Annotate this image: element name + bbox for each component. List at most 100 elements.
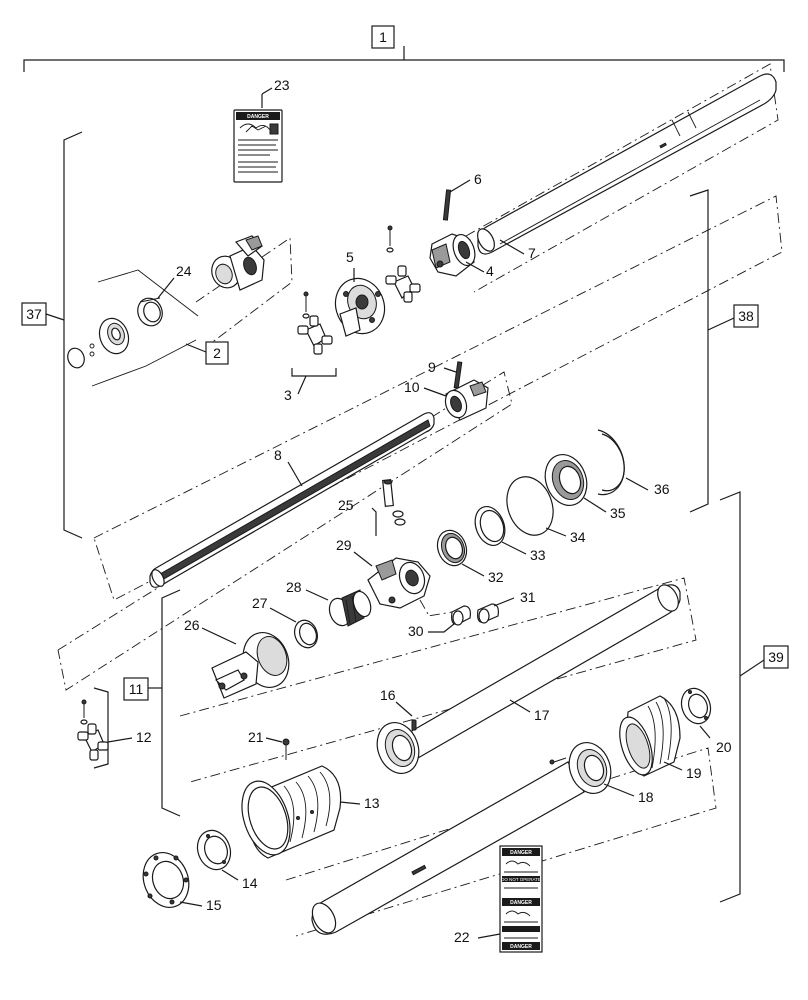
bearing-ring-16[interactable]	[370, 717, 425, 780]
callout-31[interactable]: 31	[493, 589, 536, 607]
snap-ring[interactable]	[65, 343, 95, 370]
guard-tube-22[interactable]	[308, 761, 585, 937]
callout-7[interactable]: 7	[499, 239, 536, 261]
callout-32[interactable]: 32	[461, 563, 504, 585]
shaft-8[interactable]	[149, 412, 435, 589]
bushing-30[interactable]	[451, 605, 471, 626]
svg-text:8: 8	[274, 447, 282, 463]
callout-5[interactable]: 5	[346, 249, 355, 282]
callout-20[interactable]: 20	[699, 725, 732, 755]
svg-text:29: 29	[336, 537, 352, 553]
callout-8[interactable]: 8	[274, 447, 303, 487]
ring-27[interactable]	[291, 617, 321, 651]
svg-text:19: 19	[686, 765, 702, 781]
callout-36[interactable]: 36	[625, 477, 670, 497]
callout-30[interactable]: 30	[408, 623, 455, 639]
ring-34[interactable]	[499, 470, 561, 541]
callout-3[interactable]: 3	[284, 368, 337, 403]
bushing-31[interactable]	[477, 603, 499, 624]
svg-text:35: 35	[610, 505, 626, 521]
svg-text:14: 14	[242, 875, 258, 891]
callout-17[interactable]: 17	[509, 699, 550, 723]
callout-38[interactable]: 38	[733, 304, 759, 328]
yoke-assembly-upper[interactable]	[207, 235, 265, 292]
callout-19[interactable]: 19	[663, 761, 702, 781]
cross-kit-upper[interactable]	[385, 225, 421, 303]
svg-text:22: 22	[454, 929, 470, 945]
cross-kit-3[interactable]	[297, 291, 333, 355]
svg-text:18: 18	[638, 789, 654, 805]
callout-12[interactable]: 12	[107, 729, 152, 745]
svg-text:36: 36	[654, 481, 670, 497]
ring-36[interactable]	[597, 429, 625, 496]
callout-34[interactable]: 34	[545, 527, 586, 545]
callout-27[interactable]: 27	[252, 595, 297, 623]
seal-ring[interactable]	[95, 314, 134, 357]
cv-housing-29[interactable]	[367, 557, 431, 609]
yoke-10[interactable]	[442, 379, 489, 421]
pin-6[interactable]	[442, 189, 452, 221]
svg-text:2: 2	[213, 345, 221, 361]
svg-text:25: 25	[338, 497, 354, 513]
svg-text:9: 9	[428, 359, 436, 375]
end-plate-20[interactable]	[677, 684, 716, 727]
axis-30	[419, 599, 453, 617]
callout-11[interactable]: 11	[123, 677, 149, 701]
retaining-ring-24[interactable]	[134, 295, 166, 330]
end-plate-15[interactable]	[136, 846, 196, 914]
danger-decal-23[interactable]: DANGER	[233, 109, 283, 183]
callout-14[interactable]: 14	[221, 869, 258, 891]
callout-10[interactable]: 10	[404, 379, 447, 397]
svg-text:33: 33	[530, 547, 546, 563]
envelope-2	[91, 269, 199, 387]
callout-24[interactable]: 24	[157, 263, 192, 299]
svg-text:6: 6	[474, 171, 482, 187]
envelope-upper-shaft	[465, 63, 779, 293]
envelope-tube-17	[179, 577, 697, 783]
cross-kit-12[interactable]	[77, 687, 109, 769]
ring-35[interactable]	[538, 449, 593, 512]
bearing-ring-18[interactable]	[549, 737, 618, 800]
callout-9[interactable]: 9	[428, 359, 457, 375]
callout-21[interactable]: 21	[248, 729, 283, 745]
callout-23[interactable]: 23	[261, 77, 290, 108]
callout-39[interactable]: 39	[763, 645, 789, 669]
ring-32[interactable]	[433, 526, 472, 569]
bellow-19[interactable]	[613, 695, 681, 779]
callout-4[interactable]: 4	[465, 261, 494, 279]
svg-text:30: 30	[408, 623, 424, 639]
callout-28[interactable]: 28	[286, 579, 329, 601]
danger-decal-22[interactable]: DANGER DO NOT OPERATE DANGER DANGER	[499, 845, 543, 953]
callout-18[interactable]: 18	[603, 783, 654, 805]
shaft-7[interactable]	[474, 73, 777, 255]
callout-26[interactable]: 26	[184, 617, 237, 645]
callout-2[interactable]: 2	[185, 341, 229, 365]
callout-25[interactable]: 25	[338, 497, 377, 536]
ring-33[interactable]	[470, 502, 510, 549]
callout-35[interactable]: 35	[583, 497, 626, 521]
pin-set-25[interactable]	[382, 478, 406, 526]
callout-16[interactable]: 16	[380, 687, 413, 717]
envelope-38	[93, 195, 783, 601]
pin-9[interactable]	[453, 361, 463, 389]
cone-28[interactable]	[326, 589, 374, 629]
inner-yoke-26[interactable]	[211, 626, 296, 699]
callout-15[interactable]: 15	[179, 897, 222, 913]
coupling-5[interactable]	[328, 271, 392, 340]
callout-29[interactable]: 29	[336, 537, 373, 567]
bellow-cone-13[interactable]	[233, 765, 342, 861]
yoke-4[interactable]	[429, 232, 479, 277]
callout-22[interactable]: 22	[454, 929, 501, 945]
callout-33[interactable]: 33	[501, 541, 546, 563]
callout-37[interactable]: 37	[21, 302, 47, 326]
svg-text:10: 10	[404, 379, 420, 395]
bearing-plate-14[interactable]	[192, 826, 236, 875]
svg-text:DANGER: DANGER	[510, 944, 532, 950]
callout-13[interactable]: 13	[339, 795, 380, 811]
screw-21[interactable]	[282, 738, 290, 760]
callout-6[interactable]: 6	[449, 171, 482, 193]
svg-text:34: 34	[570, 529, 586, 545]
assembly-bracket-38	[689, 189, 735, 513]
callout-1[interactable]: 1	[371, 25, 395, 49]
svg-text:5: 5	[346, 249, 354, 265]
